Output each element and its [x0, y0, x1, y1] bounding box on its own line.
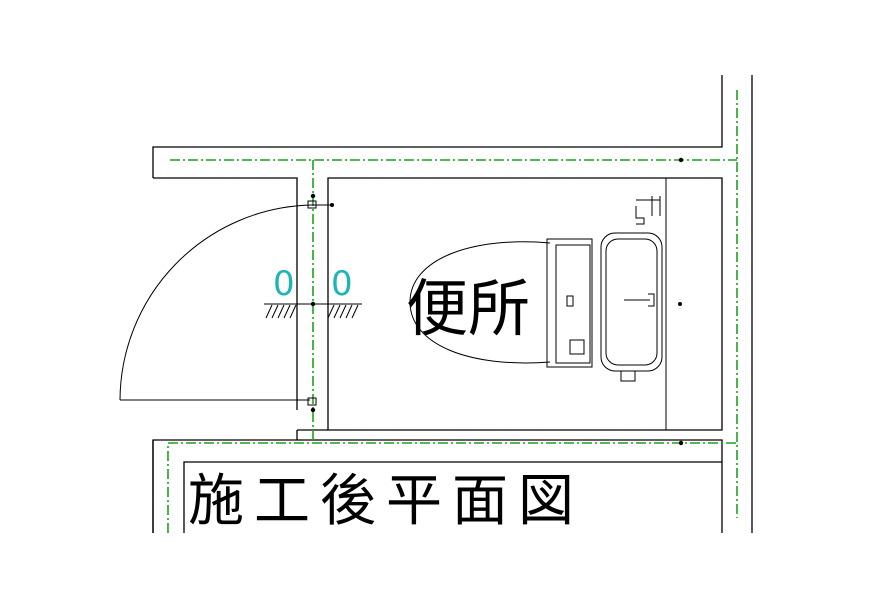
toilet-button-2: [569, 339, 585, 355]
water-valve: [635, 196, 661, 225]
door-point-1: [310, 193, 316, 199]
drawing-title: 施工後平面図: [188, 469, 584, 534]
floor-hatch: [264, 303, 362, 319]
faucet: [624, 293, 655, 307]
wall-point-top: [678, 157, 684, 163]
door-swing-arc: [119, 204, 311, 401]
toilet-button-1: [566, 295, 574, 307]
toilet-tank-inner: [605, 238, 658, 366]
toilet-tank-outer: [600, 232, 663, 372]
hatch-left: [265, 304, 297, 319]
toilet-control-panel: [555, 244, 591, 364]
door-hinge-top: [307, 200, 317, 209]
corridor-wall: [152, 439, 723, 533]
faucet-point: [678, 302, 682, 306]
wall-point-bottom: [678, 440, 684, 446]
door-mark-left: 0: [273, 264, 295, 304]
door-hinge-bottom: [307, 397, 317, 406]
hatch-right: [327, 304, 359, 319]
room-label: 便所: [406, 272, 530, 345]
grid-line-bottom: [167, 442, 737, 533]
room-inner-wall: [327, 177, 723, 431]
door-point-2: [310, 407, 316, 413]
walls: [152, 75, 753, 533]
door-mark-right: 0: [331, 264, 353, 304]
door-point-4: [330, 203, 334, 207]
toilet-tank-lid: [620, 370, 636, 382]
title-frame: [183, 461, 722, 533]
grid-lines: [167, 90, 738, 533]
toilet-seat-base: [546, 238, 593, 368]
toilet-bowl: [409, 241, 551, 364]
door: [119, 193, 334, 413]
outer-wall-left-segment: [153, 177, 298, 196]
toilet: [409, 157, 684, 446]
